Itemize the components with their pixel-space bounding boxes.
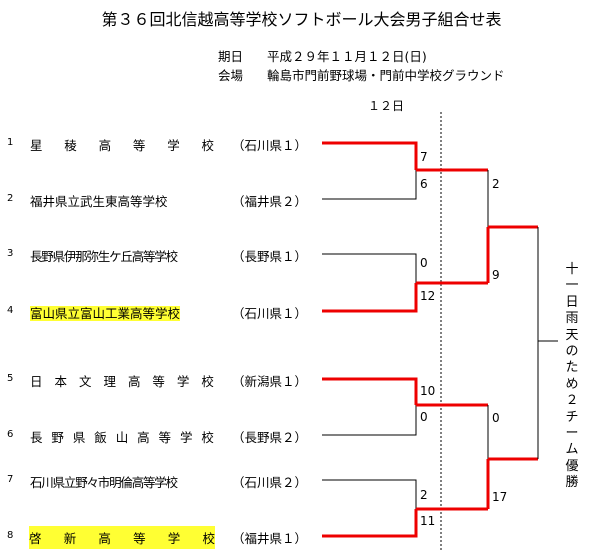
team-prefecture: （石川県１）: [232, 138, 308, 153]
final-note-char: た: [565, 360, 579, 376]
score: 6: [420, 177, 428, 191]
team-name-char: 星: [30, 138, 43, 153]
team-name-char: 等: [152, 374, 165, 389]
score: 0: [492, 411, 500, 425]
team-name-char: 高: [137, 430, 150, 445]
bracket-line-team5: [322, 377, 418, 405]
round-label: １２日: [368, 99, 405, 113]
score: 12: [420, 289, 436, 303]
team-prefecture: （長野県２）: [232, 430, 308, 445]
final-note-char: ー: [565, 426, 579, 442]
team-name-char: 学: [167, 138, 180, 153]
team-name-char: 校: [201, 430, 214, 445]
team-prefecture: （石川県２）: [232, 475, 308, 490]
score: 2: [492, 177, 500, 191]
team-name-char: 啓: [29, 531, 42, 546]
score: 10: [420, 384, 436, 398]
team-name-char: 日: [30, 374, 43, 389]
team-number: 2: [7, 193, 14, 204]
team-name-char: 本: [54, 374, 67, 389]
team-name-char: 等: [133, 531, 146, 546]
score: 9: [492, 268, 500, 282]
team-number: 7: [7, 474, 14, 485]
final-note-char: 勝: [565, 475, 579, 491]
team-name-char: 校: [202, 531, 215, 546]
final-note-char: 雨: [565, 311, 579, 327]
final-note-char: 一: [565, 278, 579, 294]
team-name-char: 理: [103, 374, 116, 389]
final-note-char: ム: [565, 442, 579, 458]
team-name: 日本文理高等学校: [30, 371, 214, 390]
final-note-char: め: [565, 376, 579, 392]
team-name-char: 等: [158, 430, 172, 445]
team-name: 福井県立武生東高等学校: [30, 194, 168, 209]
date-row: 期日 平成２９年１１月１２日(日): [218, 46, 427, 65]
team-name: 星稜高等学校: [30, 135, 214, 154]
team-name-char: 等: [132, 138, 146, 153]
team-number: 1: [7, 137, 14, 148]
venue-label: 会場: [218, 68, 244, 83]
team-name-char: 学: [176, 374, 190, 389]
team-name-char: 飯: [94, 430, 107, 445]
bracket-line-team3: [322, 253, 417, 283]
team-number: 8: [7, 530, 14, 541]
bracket-line-team8: [322, 509, 418, 538]
team-name: 石川県立野々市明倫高等学校: [30, 475, 178, 490]
team-prefecture: （新潟県１）: [232, 374, 308, 389]
team-name-char: 文: [78, 374, 92, 389]
team-number: 4: [7, 305, 14, 316]
final-note-char: 十: [565, 262, 579, 277]
team-name-char: 山: [115, 430, 129, 445]
team-name-char: 新: [63, 531, 77, 546]
team-name: 長野県伊那弥生ケ丘高等学校: [30, 249, 178, 264]
score: 11: [420, 514, 436, 528]
final-note-char: の: [565, 344, 579, 360]
final-note-char: ２: [565, 393, 579, 409]
bracket-line-team2: [322, 170, 417, 200]
score: 2: [420, 488, 428, 502]
venue-row: 会場 輪島市門前野球場・門前中学校グラウンド: [218, 65, 505, 84]
team-prefecture: （長野県１）: [232, 249, 308, 264]
bracket-line-team7: [322, 479, 417, 509]
team-prefecture: （福井県１）: [232, 531, 308, 546]
final-note-char: チ: [565, 409, 579, 425]
team-name-char: 野: [51, 430, 64, 445]
team-name-char: 稜: [64, 138, 77, 153]
bracket-line-team6: [322, 405, 417, 436]
team-number: 3: [7, 248, 14, 259]
date-label: 期日: [218, 49, 244, 64]
final-note-char: 優: [565, 458, 579, 474]
team-name-char: 校: [201, 138, 214, 153]
team-name-char: 県: [72, 430, 86, 445]
team-name-char: 学: [167, 531, 181, 546]
date-value: 平成２９年１１月１２日(日): [266, 49, 427, 64]
team-name-char: 高: [98, 531, 111, 546]
team-name-char: 学: [179, 430, 193, 445]
team-name-char: 校: [201, 374, 214, 389]
venue-value: 輪島市門前野球場・門前中学校グラウンド: [266, 68, 505, 83]
team-name: 啓新高等学校: [29, 526, 215, 549]
score: 0: [420, 410, 428, 424]
page-title: 第３６回北信越高等学校ソフトボール大会男子組合せ表: [101, 10, 502, 29]
team-name: 富山県立富山工業高等学校: [30, 303, 214, 322]
team-prefecture: （福井県２）: [232, 194, 308, 209]
bracket-line-team1: [322, 141, 418, 170]
score: 17: [492, 490, 508, 504]
team-name-highlight: 富山県立富山工業高等学校: [30, 306, 181, 321]
bracket-line-team4: [322, 283, 418, 313]
final-note-char: 日: [565, 294, 579, 310]
team-name: 長野県飯山高等学校: [30, 427, 214, 446]
final-note-char: 天: [565, 327, 579, 343]
score: 7: [420, 150, 428, 164]
team-number: 6: [7, 429, 14, 440]
team-prefecture: （石川県１）: [232, 306, 308, 321]
team-name-char: 高: [98, 138, 112, 153]
team-name-char: 高: [127, 374, 141, 389]
team-name-char: 長: [30, 430, 43, 445]
score: 0: [420, 256, 428, 270]
team-number: 5: [7, 373, 14, 384]
